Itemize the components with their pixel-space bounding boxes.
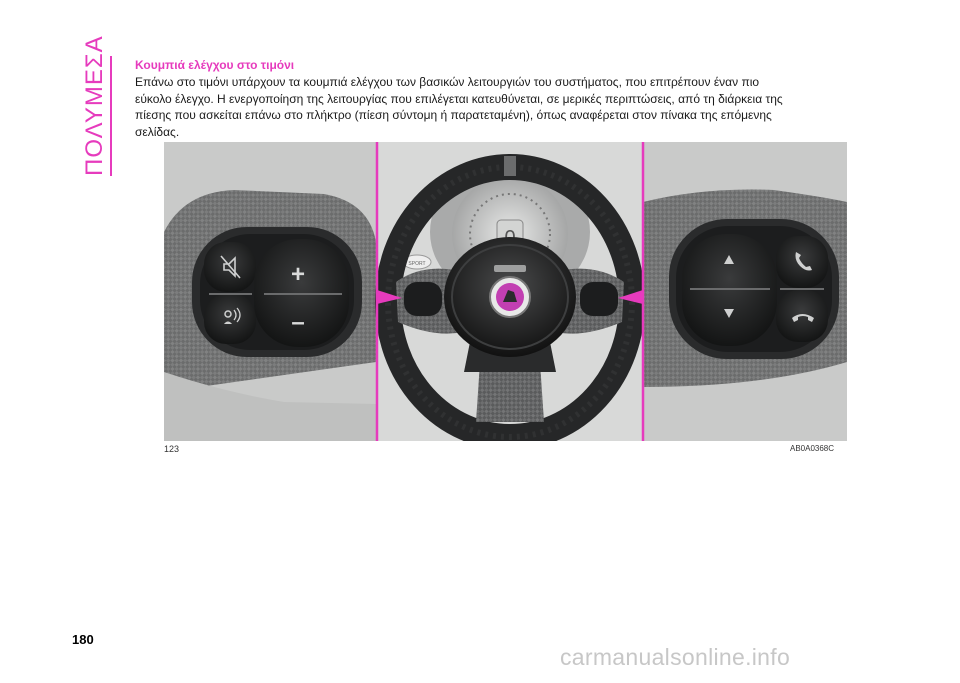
- dash-sport-label: SPORT: [408, 261, 425, 267]
- paragraph-line: πίεσης που ασκείται επάνω στο πλήκτρο (π…: [135, 108, 772, 122]
- steering-wheel-illustration: + – 0 SPORT: [164, 142, 847, 441]
- voice-command-icon: [224, 307, 241, 324]
- volume-up-label: +: [291, 261, 305, 288]
- up-arrow-icon: [724, 255, 734, 264]
- body-paragraph: Επάνω στο τιμόνι υπάρχουν τα κουμπιά ελέ…: [135, 74, 835, 140]
- phone-answer-icon: [795, 252, 812, 271]
- section-tab: ΠΟΛΥΜΕΣΑ: [80, 35, 110, 176]
- down-arrow-icon: [724, 309, 734, 318]
- phone-hangup-icon: [792, 314, 814, 322]
- figure-number: 123: [164, 444, 180, 454]
- paragraph-line: σελίδας.: [135, 124, 180, 139]
- footer-watermark[interactable]: carmanualsonline.info: [560, 644, 791, 670]
- steering-wheel-figure: + – 0 SPORT: [164, 142, 847, 441]
- paragraph-line: εύκολο έλεγχο. Η ενεργοποίηση της λειτου…: [135, 91, 783, 106]
- paragraph-line: Επάνω στο τιμόνι υπάρχουν τα κουμπιά ελέ…: [135, 75, 760, 89]
- mute-icon: [220, 255, 241, 279]
- page-number: 180: [72, 632, 94, 647]
- section-heading: Κουμπιά ελέγχου στο τιμόνι: [135, 58, 295, 72]
- volume-down-label: –: [291, 309, 304, 336]
- section-tab-label: ΠΟΛΥΜΕΣΑ: [81, 35, 108, 176]
- abarth-logo: [489, 265, 531, 318]
- figure-code: AB0A0368C: [790, 444, 835, 453]
- section-tab-divider: [110, 56, 112, 176]
- right-detail-panel: [643, 142, 847, 441]
- callout-lines: [375, 142, 645, 441]
- left-detail-panel: [164, 142, 377, 441]
